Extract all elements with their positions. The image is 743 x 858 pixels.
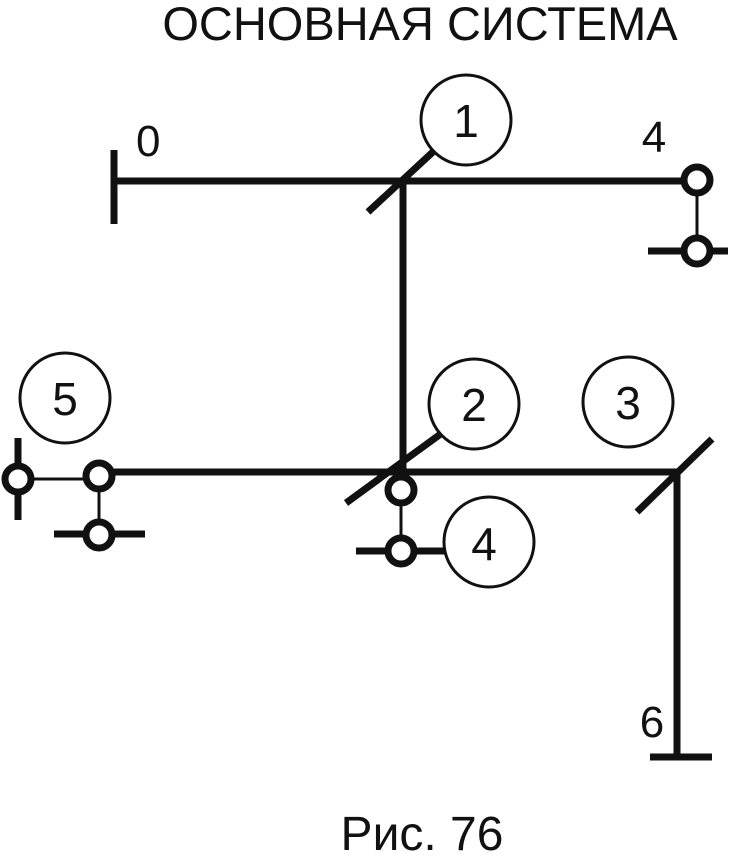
hinge-5-beam [82,459,116,493]
node-3-circle [581,355,675,449]
hinge-4-top [680,163,714,197]
node-1-circle [419,73,513,167]
node-5-label: 5 [52,373,78,425]
support-4-top-label: 4 [642,113,666,162]
node-3-label: 3 [615,377,641,429]
diagram-title: ОСНОВНАЯ СИСТЕМА [162,0,678,50]
hinge-4-bottom [680,234,714,268]
node-2-circle [427,357,521,451]
node-4-lower-label: 4 [471,518,497,570]
support-0-label: 0 [136,117,160,166]
node-1-label: 1 [453,95,479,147]
hinge-5-ground [82,518,116,552]
node-5-circle [18,351,112,445]
node-2-label: 2 [461,379,487,431]
hinge-2-bottom [384,473,418,507]
support-6-label: 6 [640,698,664,747]
node-4-lower-circle [442,495,536,589]
joint-2-mark [343,430,445,506]
hinge-lower-4-ground [384,534,418,568]
hinge-5-wall [1,462,35,496]
figure-caption: Рис. 76 [341,808,504,858]
